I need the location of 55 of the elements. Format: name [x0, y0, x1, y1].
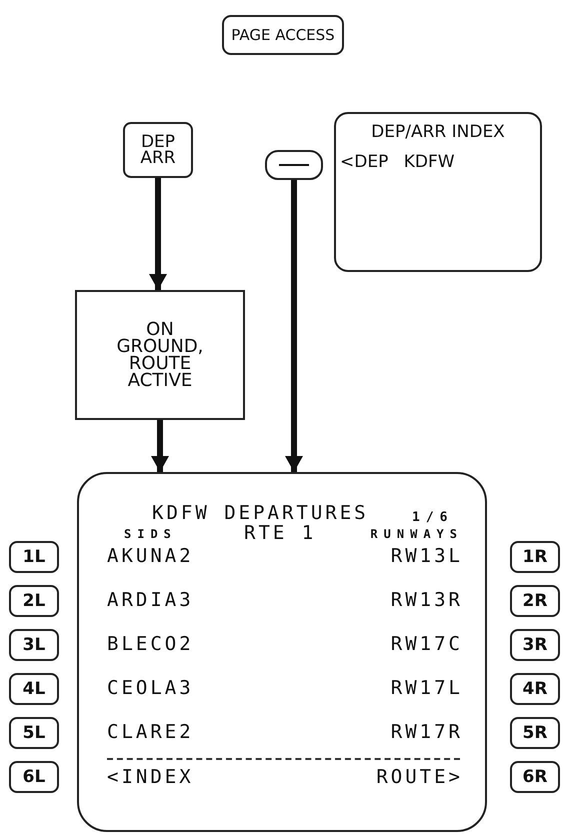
page-access-box	[222, 15, 344, 55]
menu-option: ROUTE>	[376, 768, 463, 787]
arrow	[285, 180, 303, 472]
menu-option: CEOLA3	[107, 679, 194, 698]
arrow	[151, 420, 169, 472]
menu-option: CLARE2	[107, 723, 194, 742]
key-label: 4L	[22, 680, 46, 698]
line-select-key	[510, 541, 560, 573]
menu-option: BLECO2	[107, 635, 194, 654]
menu-option: RW13R	[390, 591, 463, 610]
key-label: 2L	[22, 592, 46, 610]
menu-option: RW17L	[390, 679, 463, 698]
line-select-key	[9, 541, 59, 573]
key-label: 2R	[522, 592, 548, 610]
line-select-key	[510, 717, 560, 749]
menu-option: ARDIA3	[107, 591, 194, 610]
column-header: SIDS	[124, 528, 177, 540]
line-select-key	[9, 761, 59, 793]
arrow	[149, 178, 167, 290]
key-label: 4R	[522, 680, 548, 698]
menu-option: <DEP KDFW	[340, 154, 455, 171]
key-label: 3L	[22, 636, 46, 654]
line-select-key	[9, 629, 59, 661]
condition-text: ON GROUND, ROUTE ACTIVE	[116, 320, 204, 390]
key-label: 1R	[522, 548, 548, 566]
key-label: DEP ARR	[139, 134, 177, 166]
heading: PAGE ACCESS	[231, 28, 335, 42]
screen-title: RTE 1	[244, 524, 316, 543]
key-label: 1L	[22, 548, 46, 566]
key-label: 5R	[522, 724, 548, 742]
keyboard-key	[265, 150, 323, 180]
menu-option: RW17C	[390, 635, 463, 654]
line-select-key	[510, 585, 560, 617]
display-screen	[77, 472, 487, 832]
menu-option: RW17R	[390, 723, 463, 742]
display-screen	[334, 112, 542, 272]
page-number: 1/6	[412, 511, 454, 524]
menu-option: RW13L	[390, 547, 463, 566]
line-select-key	[510, 761, 560, 793]
column-header: RUNWAYS	[370, 528, 463, 540]
key-label: 5L	[22, 724, 46, 742]
screen-title: KDFW DEPARTURES	[152, 504, 369, 523]
menu-option: AKUNA2	[107, 547, 194, 566]
key-label: 3R	[522, 636, 548, 654]
key-label: 6L	[22, 768, 46, 786]
condition-box	[75, 290, 245, 420]
line-select-key	[510, 673, 560, 705]
screen-title: DEP/ARR INDEX	[370, 124, 506, 141]
line-select-key	[9, 673, 59, 705]
line-select-key	[9, 717, 59, 749]
keyboard-key	[123, 122, 193, 178]
line-select-key	[510, 629, 560, 661]
key-label: 6R	[522, 768, 548, 786]
line-select-key	[9, 585, 59, 617]
menu-option: <INDEX	[107, 768, 194, 787]
